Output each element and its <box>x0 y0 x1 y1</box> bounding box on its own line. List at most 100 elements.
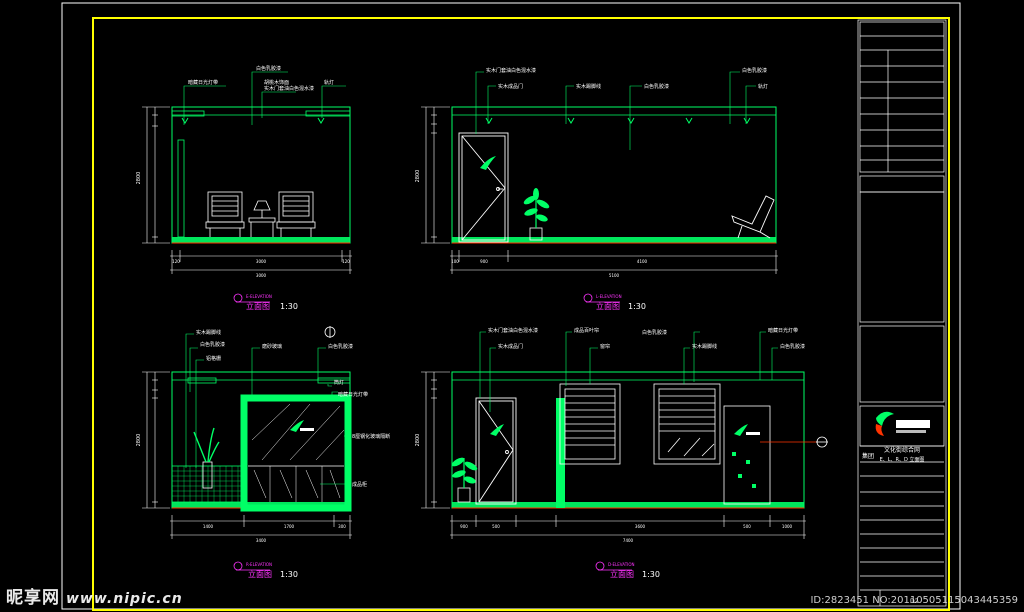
view-tag: R-ELEVATION <box>246 562 272 567</box>
view-scale: 1:30 <box>280 570 298 579</box>
armchair-icon <box>276 191 316 237</box>
callout-text: 轨灯 <box>324 79 334 86</box>
logo-brush-icon <box>480 156 496 170</box>
dim-bottom-1: 900 <box>460 524 468 529</box>
callout-text: 暗藏日光灯带 <box>338 391 368 398</box>
dim-left-label: 2800 <box>136 172 142 185</box>
dim-total: 3000 <box>256 273 267 278</box>
skirting <box>172 237 350 243</box>
dim-bottom-3: 3600 <box>635 524 646 529</box>
title-block <box>857 19 947 607</box>
dim-bottom-1: 1400 <box>203 524 214 529</box>
callout-text: 白色乳胶漆 <box>256 65 281 72</box>
lounge-chair-icon <box>731 195 775 239</box>
callout-text: 实木成品门 <box>498 343 523 350</box>
callout-text: 筒灯 <box>334 379 344 386</box>
view-scale: 1:30 <box>642 570 660 579</box>
callout-text: 白色乳胶漆 <box>742 67 767 74</box>
view-scale: 1:30 <box>628 302 646 311</box>
dim-bottom-1: 120 <box>172 259 180 264</box>
logo-brush-icon <box>490 424 504 436</box>
column <box>556 398 565 508</box>
outer-border <box>61 2 961 610</box>
view-title: 立面图 <box>248 569 272 579</box>
dim-bottom-3: 120 <box>342 259 350 264</box>
project-title: 文化街综合网 <box>884 446 920 454</box>
plant-icon <box>523 188 550 241</box>
skirting <box>452 502 804 508</box>
callout-text: 成品柜 <box>352 481 367 488</box>
table-lamp-icon <box>248 200 276 237</box>
callout-text: 白色乳胶漆 <box>644 83 669 90</box>
dim-bottom-2: 1700 <box>284 524 295 529</box>
dim-bottom-1: 100 <box>451 259 459 264</box>
dim-bottom-3: 4100 <box>637 259 648 264</box>
feature-wall-panel <box>723 405 771 505</box>
door-icon <box>475 397 517 505</box>
callout-text: 白色乳胶漆 <box>780 343 805 350</box>
door-icon <box>458 132 509 243</box>
callout-text: 暗藏日光灯带 <box>768 327 798 334</box>
dim-bottom-5: 1000 <box>782 524 793 529</box>
dim-bottom-4: 500 <box>743 524 751 529</box>
elevation-view-4: 2800 900 500 3600 500 1000 7400 实木门套油白色混… <box>415 327 828 579</box>
callout-text: 实木成品门 <box>498 83 523 90</box>
watermark-logo-text: 昵享网 <box>6 588 60 608</box>
logo-brush-icon <box>290 420 304 432</box>
watermark-logo: 昵享网 www.nipic.cn <box>6 583 183 608</box>
view-tag: D-ELEVATION <box>608 562 634 567</box>
dim-left-label: 2800 <box>415 170 421 183</box>
project-subtitle: E、L、R、D 立面图 <box>880 456 925 463</box>
callout-text: 成品百叶帘 <box>574 327 599 334</box>
dim-bottom-2: 500 <box>492 524 500 529</box>
company-name: 集团 <box>862 452 874 460</box>
dim-bottom-2: 900 <box>480 259 488 264</box>
wall-outline <box>451 371 805 509</box>
armchair-icon <box>205 191 245 237</box>
dim-bottom-3: 300 <box>338 524 346 529</box>
callout-text: 8厘钢化玻璃隔断 <box>352 433 390 440</box>
vase-plant-icon <box>193 427 220 489</box>
view-tag: L-ELEVATION <box>596 294 622 299</box>
watermark-domain: www.nipic.cn <box>66 591 183 607</box>
glass-partition-frame <box>240 394 352 512</box>
ceiling-soffit <box>171 110 205 117</box>
callout-text: 暗藏日光灯带 <box>188 79 218 86</box>
elevation-view-2: 2800 100 900 4100 5100 实木门套油白色混水漆 实木成品门 … <box>415 67 778 311</box>
window-blinds-icon <box>559 383 621 465</box>
view-scale: 1:30 <box>280 302 298 311</box>
sheet-number: D2 <box>910 598 919 605</box>
plant-icon <box>451 457 478 503</box>
wall-outline <box>451 106 777 244</box>
callout-text: 实木门套油白色混水漆 <box>264 85 314 92</box>
wall-outline <box>171 371 351 509</box>
skirting <box>452 237 776 243</box>
callout-text: 白色乳胶漆 <box>200 341 225 348</box>
callout-text: 窗帘 <box>600 343 610 350</box>
dim-left-label: 2800 <box>136 434 142 447</box>
callout-text: 实木门套油白色混水漆 <box>486 67 536 74</box>
window-blinds-icon <box>653 383 721 465</box>
callout-text: 铝格栅 <box>206 355 221 362</box>
view-title: 立面图 <box>246 301 270 311</box>
callout-text: 轨灯 <box>758 83 768 90</box>
callout-text: 实木踢脚线 <box>576 83 601 90</box>
callout-text: 白色乳胶漆 <box>642 329 667 336</box>
callout-text: 实木门套油白色混水漆 <box>488 327 538 334</box>
callout-text: 白色乳胶漆 <box>328 343 353 350</box>
dim-left-label: 2800 <box>415 434 421 447</box>
dimension-left <box>142 106 170 244</box>
callout-text: 磨砂玻璃 <box>262 343 282 350</box>
company-logo <box>875 411 930 436</box>
dim-total: 3400 <box>256 538 267 543</box>
elevation-view-1: 2800 120 3000 120 3000 暗藏日光灯带 白色乳胶漆 胡桃木饰… <box>136 65 352 311</box>
callout-text: 实木踢脚线 <box>692 343 717 350</box>
elevation-view-3: 2800 1400 1700 300 3400 实木踢脚线 白色乳胶漆 铝格栅 … <box>136 326 390 579</box>
view-title: 立面图 <box>596 301 620 311</box>
view-title: 立面图 <box>610 569 634 579</box>
callout-text: 胡桃木饰面 <box>264 79 289 86</box>
view-tag: E-ELEVATION <box>246 294 272 299</box>
callout-text: 实木踢脚线 <box>196 329 221 336</box>
dimension-bottom <box>170 250 352 274</box>
